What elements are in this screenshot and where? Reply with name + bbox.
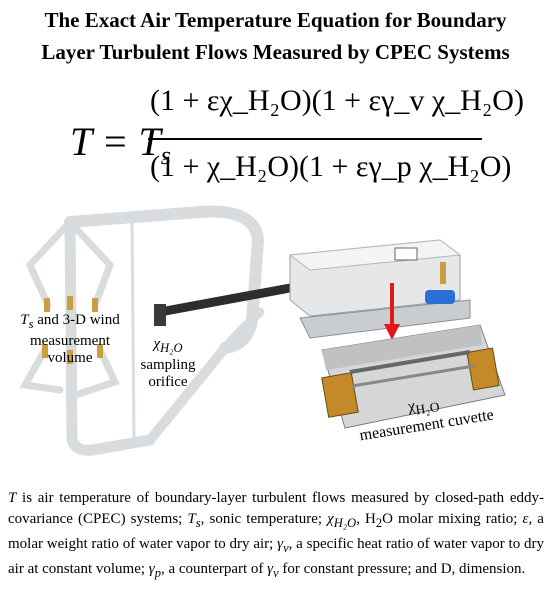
equation-denominator: (1 + χ_H₂O)(1 + εγ_p χ_H₂O) [150, 150, 512, 183]
cpec-system-photo [19, 205, 506, 456]
figure-title: The Exact Air Temperature Equation for B… [0, 4, 551, 68]
figure-caption: T is air temperature of boundary-layer t… [8, 490, 544, 580]
equation-numerator: (1 + εχ_H₂O)(1 + εγ_v χ_H₂O) [150, 84, 524, 117]
equation-lhs: T = Ts [70, 119, 171, 170]
connector [425, 290, 455, 304]
label-wind-volume: Ts and 3-D wind measurement volume [20, 312, 120, 366]
sampling-tube [155, 283, 295, 317]
label-sampling-orifice: χH₂O sampling orifice [140, 336, 196, 390]
title-line-1: The Exact Air Temperature Equation for B… [44, 8, 507, 32]
fraction-bar [148, 138, 482, 140]
sampling-inlet [154, 304, 166, 326]
gas-analyzer [288, 239, 471, 339]
title-line-2: Layer Turbulent Flows Measured by CPEC S… [41, 40, 510, 64]
transducer-tips [42, 296, 103, 364]
red-arrow [384, 283, 400, 340]
temperature-equation: T = Ts (1 + εχ_H₂O)(1 + εγ_v χ_H₂O) (1 +… [0, 78, 551, 198]
cuvette-inset [321, 324, 506, 429]
sonic-anemometer [19, 205, 265, 456]
